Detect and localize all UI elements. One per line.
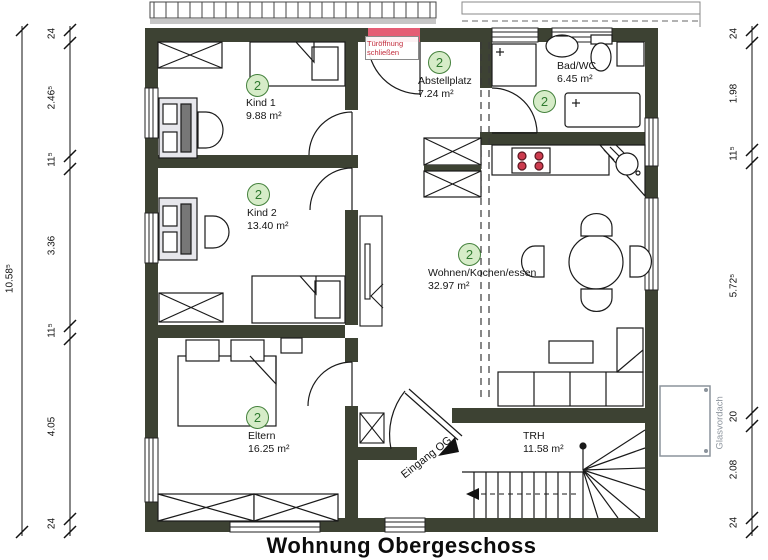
furniture-kind2 [158,197,346,324]
dim-right-1: 1.98 [728,83,740,104]
door-close-note: Türöffnung schließen [365,36,419,60]
room-label-wohnen: Wohnen/Kochen/essen 32.97 m² [428,267,536,293]
dashed-wall-lines [480,42,490,402]
room-area: 11.58 m² [523,443,564,455]
dim-left-2: 11⁵ [46,152,58,167]
annotation-marker-kind1: 2 [246,74,269,97]
annotation-marker-bad-wc: 2 [533,90,556,113]
room-label-eltern: Eltern 16.25 m² [248,430,289,456]
room-area: 9.88 m² [246,110,282,122]
room-name: Wohnen/Kochen/essen [428,267,537,279]
dimension-lines [15,23,759,539]
room-name: Kind 2 [247,207,277,219]
room-name: Abstellplatz [418,75,472,87]
dim-right-2: 11⁵ [728,146,740,161]
room-name: TRH [523,430,545,442]
staircase [462,429,646,519]
annotation-marker-kind2: 2 [247,183,270,206]
living-dining-furniture [497,213,652,407]
dim-left-5: 4.05 [46,416,58,437]
room-name: Eltern [248,430,276,442]
dim-right-3: 5.72⁵ [728,273,740,298]
room-area: 32.97 m² [428,280,470,292]
bathroom-fixtures [491,34,645,128]
annotation-marker-abstellplatz: 2 [428,51,451,74]
dim-left-3: 3.36 [46,235,58,256]
dim-left-0: 24 [46,27,58,40]
room-label-abstellplatz: Abstellplatz 7.24 m² [418,75,472,101]
room-area: 16.25 m² [248,443,290,455]
annotation-marker-eltern: 2 [246,406,269,429]
top-railing-strip [149,1,701,27]
room-label-kind2: Kind 2 13.40 m² [247,207,288,233]
dim-right-4: 20 [728,410,740,423]
annotation-marker-wohnen: 2 [458,243,481,266]
room-name: Bad/WC [557,60,597,72]
room-area: 13.40 m² [247,220,289,232]
dim-right-5: 2.08 [728,459,740,480]
kitchen [423,137,646,198]
room-label-kind1: Kind 1 9.88 m² [246,97,282,123]
dim-right-6: 24 [728,516,740,529]
dim-left-total: 10.58⁵ [4,263,16,294]
dim-left-6: 24 [46,517,58,530]
dim-right-0: 24 [728,27,740,40]
door-close-note-line1: Türöffnung [367,39,404,48]
corridor-cabinet [359,215,385,444]
dim-left-4: 11⁵ [46,323,58,338]
door-close-note-line2: schließen [367,48,400,57]
room-area: 7.24 m² [418,88,454,100]
glass-canopy-label: Glasvordach [714,396,726,450]
page-title: Wohnung Obergeschoss [266,533,537,558]
room-name: Kind 1 [246,97,276,109]
room-label-bad-wc: Bad/WC 6.45 m² [557,60,596,86]
room-label-trh: TRH 11.58 m² [523,430,564,456]
glass-canopy-outline [659,385,711,457]
room-area: 6.45 m² [557,73,593,85]
dim-left-1: 2.46⁵ [46,85,58,110]
